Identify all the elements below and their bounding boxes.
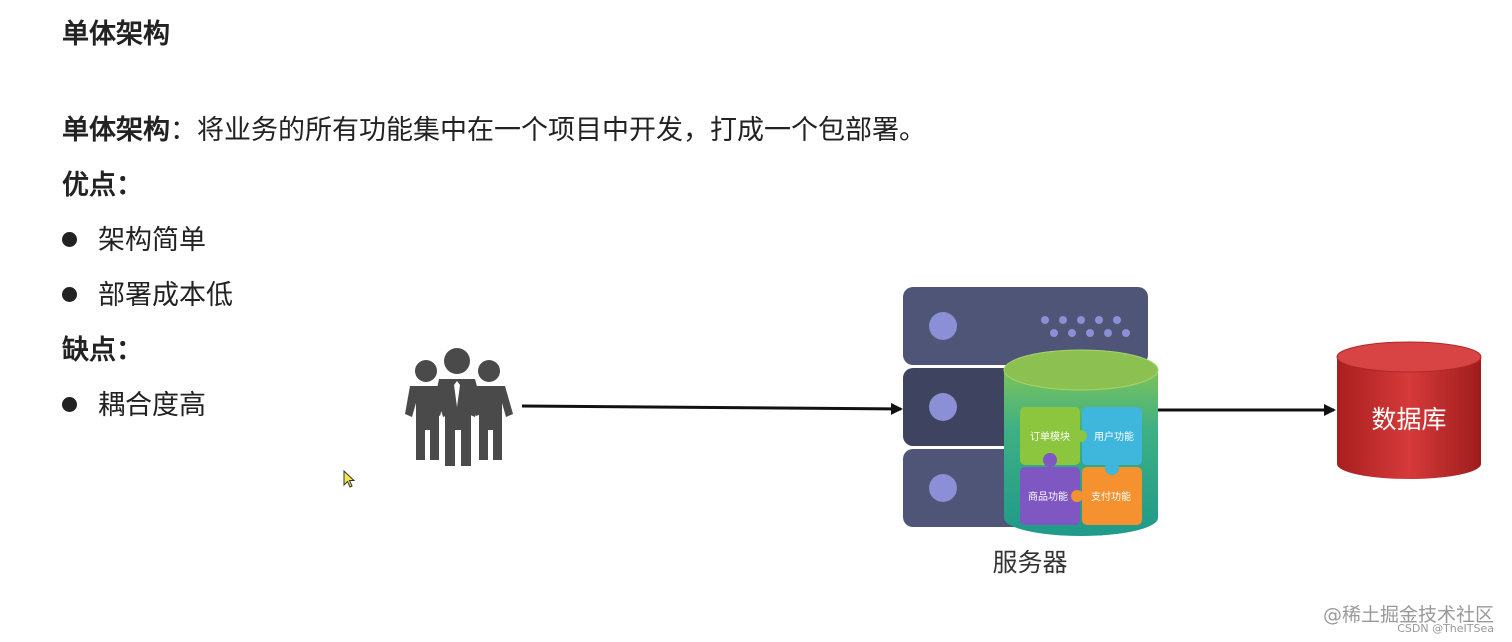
pros-item: 架构简单	[62, 218, 206, 257]
bullet-dot	[62, 397, 77, 412]
definition-term: 单体架构	[62, 115, 170, 146]
definition-separator: ：	[170, 115, 197, 146]
module-label-user: 用户功能	[1094, 430, 1134, 443]
definition: 单体架构：将业务的所有功能集中在一个项目中开发，打成一个包部署。	[62, 108, 926, 147]
page-title: 单体架构	[62, 19, 170, 50]
people-group-icon	[405, 348, 513, 466]
cons-item-text: 耦合度高	[98, 390, 206, 421]
bullet-dot	[62, 287, 77, 302]
module-label-order: 订单模块	[1030, 431, 1070, 443]
cons-label: 缺点：	[62, 335, 143, 366]
bullet-dot	[62, 232, 77, 247]
module-label-product: 商品功能	[1028, 490, 1068, 503]
database-label: 数据库	[1371, 405, 1446, 434]
pros-label: 优点：	[62, 170, 143, 201]
pros-item-text: 部署成本低	[98, 280, 233, 311]
database-icon	[1336, 341, 1482, 479]
definition-text: 将业务的所有功能集中在一个项目中开发，打成一个包部署。	[197, 115, 926, 146]
cons-item: 耦合度高	[62, 383, 206, 422]
module-label-payment: 支付功能	[1091, 490, 1131, 503]
watermark-csdn: CSDN @TheITSea	[1397, 622, 1494, 635]
module-puzzle	[1020, 407, 1142, 525]
watermark-juejin: @稀土掘金技术社区	[1322, 604, 1494, 626]
arrow-users-to-server	[521, 402, 903, 415]
pros-item-text: 架构简单	[98, 225, 206, 256]
server-label: 服务器	[992, 548, 1067, 577]
mouse-cursor-icon	[343, 470, 356, 488]
pros-item: 部署成本低	[62, 273, 233, 312]
